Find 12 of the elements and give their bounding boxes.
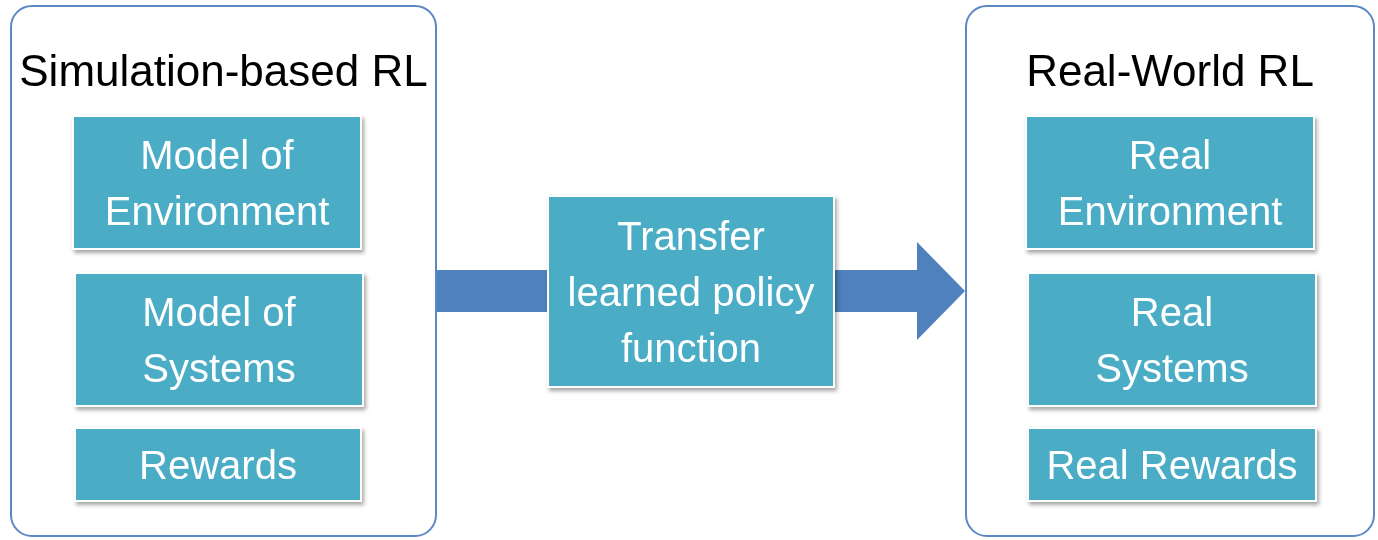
panel-title: Real-World RL <box>1025 45 1315 97</box>
process-box: Transfer learned policy function <box>547 195 835 388</box>
process-box: Real Environment <box>1025 115 1315 250</box>
process-box: Model of Systems <box>74 272 364 407</box>
process-box: Model of Environment <box>72 115 362 250</box>
panel-title: Simulation-based RL <box>18 45 429 97</box>
arrow <box>835 242 965 340</box>
process-box: Rewards <box>74 427 362 502</box>
process-box: Real Systems <box>1027 272 1317 407</box>
group-panel <box>965 5 1375 537</box>
process-box: Real Rewards <box>1027 427 1317 502</box>
group-panel <box>10 5 437 537</box>
